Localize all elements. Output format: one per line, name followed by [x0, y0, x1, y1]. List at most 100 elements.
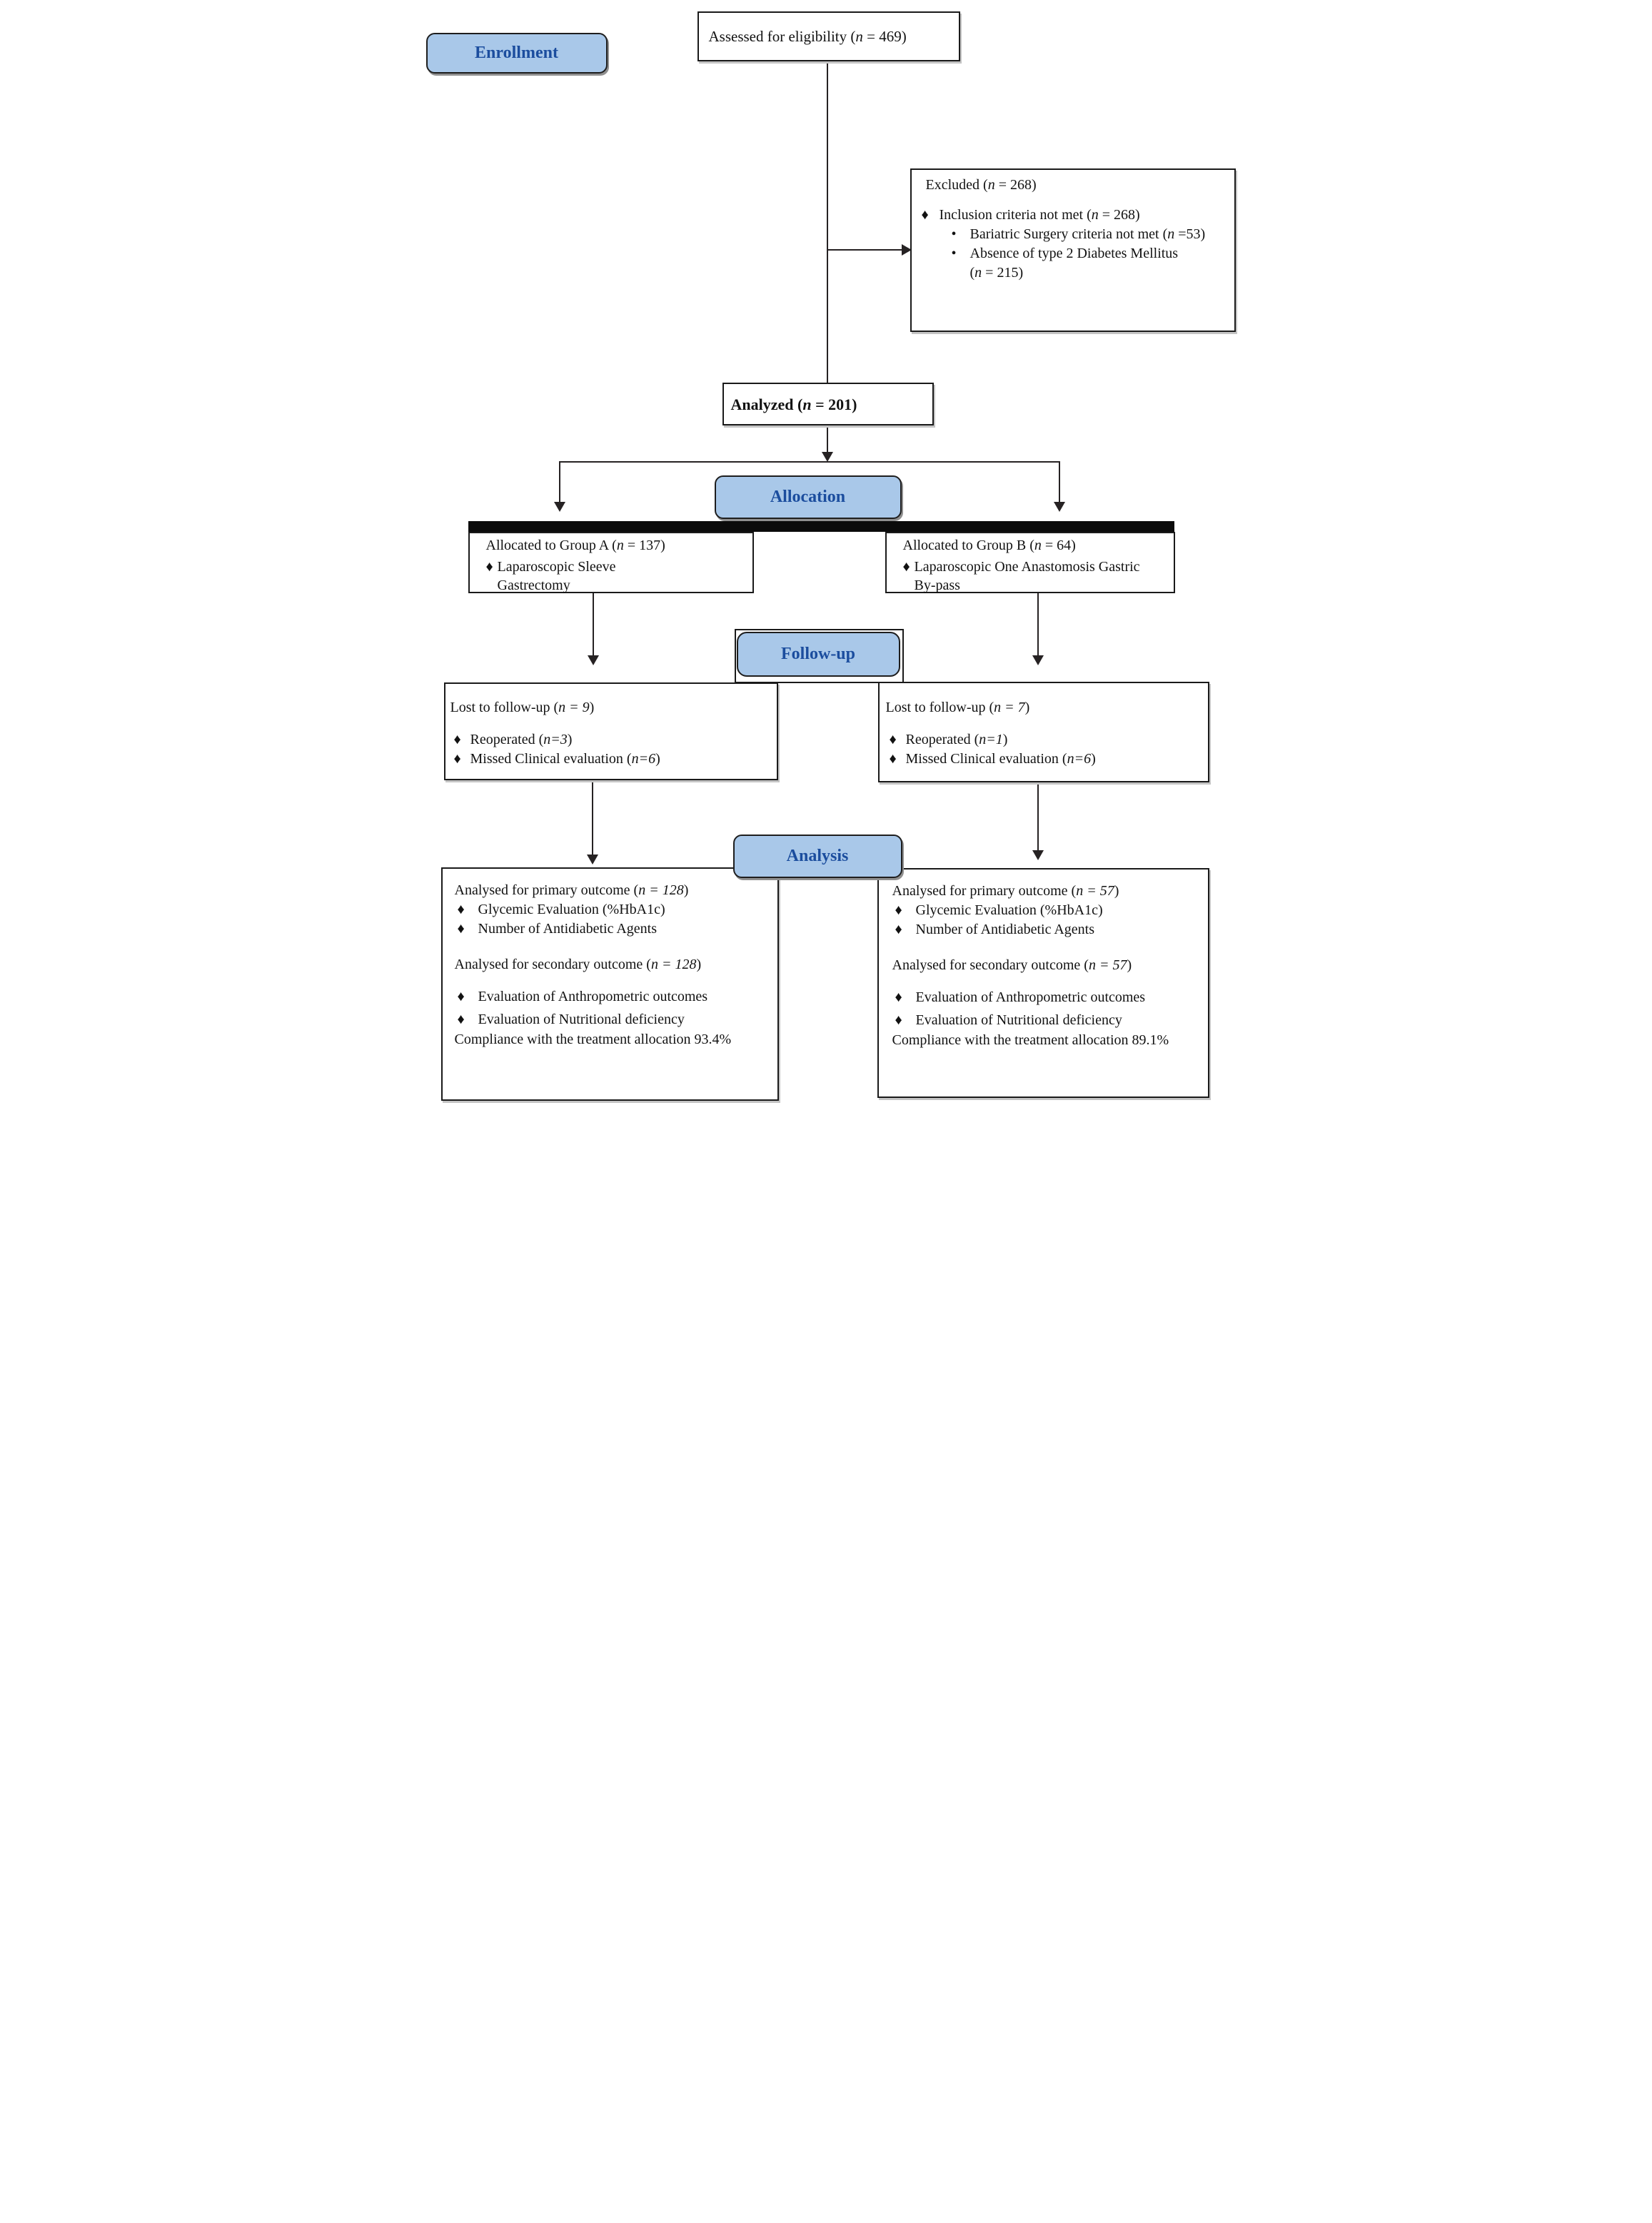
connector-assessed-analyzed: [826, 61, 828, 383]
group-b-item: ♦ Laparoscopic One Anastomosis Gastric: [903, 558, 1169, 576]
diamond-bullet-icon: ♦: [895, 902, 902, 918]
analysis-a-item: ♦ Number of Antidiabetic Agents: [455, 919, 772, 939]
excluded-subitem: • Absence of type 2 Diabetes Mellitus: [926, 244, 1229, 263]
arrow-down-icon: [587, 655, 599, 665]
connector-groupa-lost: [592, 592, 594, 655]
lost-b-title: Lost to follow-up (n = 7): [886, 698, 1202, 717]
group-b-box: Allocated to Group B (n = 64) ♦ Laparosc…: [885, 532, 1175, 593]
lost-a-box: Lost to follow-up (n = 9) ♦ Reoperated (…: [443, 682, 778, 780]
analysis-b-item-text: Number of Antidiabetic Agents: [915, 922, 1095, 937]
group-b-item-text: Laparoscopic One Anastomosis Gastric: [914, 559, 1140, 575]
analysis-b-compliance-text: Compliance with the treatment allocation…: [892, 1032, 1169, 1048]
group-a-item-text: Gastrectomy: [497, 578, 570, 593]
excluded-subitem-text: (n = 215): [969, 265, 1024, 281]
analysis-a-item-text: Glycemic Evaluation (%HbA1c): [478, 902, 665, 917]
diamond-bullet-icon: ♦: [895, 922, 902, 937]
analysis-b-secondary: Analysed for secondary outcome (n = 57): [892, 956, 1204, 975]
analysis-b-secondary-text: Analysed for secondary outcome (n = 57): [892, 957, 1132, 973]
lost-b-item: ♦ Missed Clinical evaluation (n=6): [886, 750, 1202, 769]
analysis-b-box: Analysed for primary outcome (n = 57) ♦ …: [877, 868, 1209, 1098]
diamond-bullet-icon: ♦: [457, 921, 465, 937]
diamond-bullet-icon: ♦: [485, 559, 493, 575]
analysis-a-item-text: Evaluation of Nutritional deficiency: [478, 1012, 685, 1027]
connector-losta-analysis: [591, 780, 593, 855]
analysis-b-item-text: Glycemic Evaluation (%HbA1c): [915, 902, 1103, 918]
analysis-a-secondary: Analysed for secondary outcome (n = 128): [455, 955, 772, 974]
diamond-bullet-icon: ♦: [889, 751, 897, 767]
group-a-item-text: Laparoscopic Sleeve: [497, 559, 616, 575]
group-b-item-text: By-pass: [914, 578, 960, 593]
analysis-b-item-text: Evaluation of Nutritional deficiency: [915, 1012, 1122, 1028]
diamond-bullet-icon: ♦: [921, 207, 929, 223]
lost-b-item-text: Reoperated (n=1): [905, 732, 1008, 747]
assessed-text: Assessed for eligibility (n = 469): [708, 27, 907, 45]
excluded-box: Excluded (n = 268) ♦ Inclusion criteria …: [910, 168, 1236, 332]
analysis-a-primary-text: Analysed for primary outcome (n = 128): [454, 882, 689, 898]
diamond-bullet-icon: ♦: [895, 1012, 902, 1028]
group-a-title: Allocated to Group A (n = 137): [486, 536, 747, 555]
excluded-item: ♦ Inclusion criteria not met (n = 268): [922, 206, 1229, 225]
arrow-down-icon: [821, 452, 833, 462]
analyzed-text: Analyzed (n = 201): [730, 395, 857, 413]
stage-allocation: Allocation: [714, 475, 902, 519]
stage-followup-label: Follow-up: [780, 645, 855, 663]
dot-bullet-icon: •: [951, 226, 957, 242]
lost-a-item: ♦ Missed Clinical evaluation (n=6): [450, 750, 771, 769]
diamond-bullet-icon: ♦: [889, 732, 897, 747]
diamond-bullet-icon: ♦: [457, 902, 465, 917]
excluded-title-text: Excluded (n = 268): [925, 177, 1037, 193]
analysis-a-item: ♦ Evaluation of Nutritional deficiency: [455, 1010, 772, 1029]
analysis-b-item-text: Evaluation of Anthropometric outcomes: [915, 989, 1146, 1005]
diamond-bullet-icon: ♦: [902, 559, 910, 575]
excluded-subitem: • Bariatric Surgery criteria not met (n …: [926, 225, 1229, 244]
arrow-right-icon: [901, 244, 912, 256]
branch-left-drop: [558, 461, 560, 502]
lost-a-title: Lost to follow-up (n = 9): [450, 698, 771, 717]
connector-analyzed-branch: [826, 425, 828, 452]
analysis-b-item: ♦ Evaluation of Anthropometric outcomes: [892, 988, 1204, 1007]
lost-b-box: Lost to follow-up (n = 7) ♦ Reoperated (…: [877, 682, 1209, 782]
excluded-subitem-text: Absence of type 2 Diabetes Mellitus: [969, 246, 1179, 261]
excluded-title: Excluded (n = 268): [926, 176, 1229, 195]
analysis-b-item: ♦ Glycemic Evaluation (%HbA1c): [892, 901, 1204, 920]
allocation-bar: [468, 521, 1174, 532]
analysis-a-item: ♦ Glycemic Evaluation (%HbA1c): [455, 900, 772, 919]
group-b-title: Allocated to Group B (n = 64): [903, 536, 1169, 555]
analysis-a-compliance: Compliance with the treatment allocation…: [455, 1030, 772, 1049]
diamond-bullet-icon: ♦: [895, 989, 902, 1005]
arrow-down-icon: [1053, 502, 1065, 512]
stage-analysis-label: Analysis: [786, 847, 849, 865]
analysis-a-primary: Analysed for primary outcome (n = 128): [455, 881, 772, 900]
group-a-box: Allocated to Group A (n = 137) ♦ Laparos…: [468, 532, 754, 593]
dot-bullet-icon: •: [951, 246, 957, 261]
consort-flow-diagram: Assessed for eligibility (n = 469) Exclu…: [413, 0, 1239, 1112]
analysis-a-secondary-text: Analysed for secondary outcome (n = 128): [454, 957, 702, 972]
analysis-b-item: ♦ Number of Antidiabetic Agents: [892, 920, 1204, 939]
excluded-subitem-cont: (n = 215): [926, 263, 1229, 283]
group-b-item-cont: By-pass: [903, 576, 1169, 595]
analysis-b-item: ♦ Evaluation of Nutritional deficiency: [892, 1011, 1204, 1030]
arrow-down-icon: [1032, 850, 1044, 860]
analyzed-box: Analyzed (n = 201): [722, 383, 934, 425]
analysis-a-item: ♦ Evaluation of Anthropometric outcomes: [455, 987, 772, 1007]
analysis-a-item-text: Number of Antidiabetic Agents: [478, 921, 658, 937]
connector-groupb-lost: [1037, 592, 1039, 655]
branch-right-drop: [1058, 461, 1060, 502]
arrow-down-icon: [553, 502, 565, 512]
diamond-bullet-icon: ♦: [457, 989, 465, 1004]
diamond-bullet-icon: ♦: [457, 1012, 465, 1027]
lost-a-item: ♦ Reoperated (n=3): [450, 730, 771, 750]
lost-a-item-text: Missed Clinical evaluation (n=6): [470, 751, 660, 767]
connector-to-excluded: [827, 249, 902, 251]
lost-a-title-text: Lost to follow-up (n = 9): [450, 700, 595, 715]
lost-a-item-text: Reoperated (n=3): [470, 732, 573, 747]
analysis-b-primary: Analysed for primary outcome (n = 57): [892, 882, 1204, 901]
group-a-title-text: Allocated to Group A (n = 137): [485, 538, 665, 553]
diamond-bullet-icon: ♦: [453, 732, 461, 747]
arrow-down-icon: [586, 855, 598, 864]
analysis-b-primary-text: Analysed for primary outcome (n = 57): [892, 883, 1119, 899]
stage-followup: Follow-up: [736, 632, 900, 677]
analysis-a-box: Analysed for primary outcome (n = 128) ♦…: [440, 867, 779, 1101]
analysis-a-item-text: Evaluation of Anthropometric outcomes: [478, 989, 708, 1004]
lost-b-item-text: Missed Clinical evaluation (n=6): [905, 751, 1096, 767]
